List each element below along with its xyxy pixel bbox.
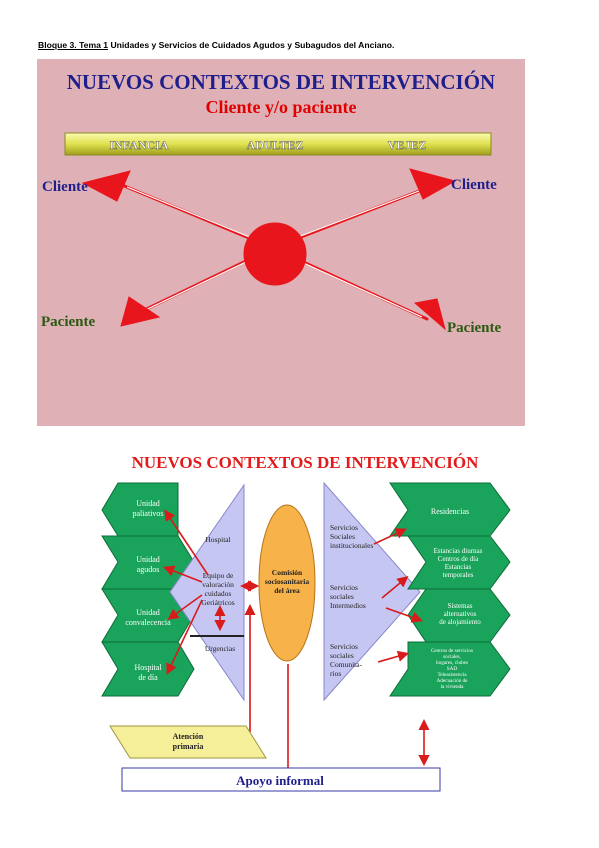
right-unit-2-line2: Centros de día	[438, 555, 479, 563]
arrow-head-bottom-right	[413, 298, 446, 331]
team-line3: cuidados	[205, 589, 232, 598]
slide-subtitle: Cliente y/o paciente	[206, 97, 357, 117]
right-unit-4-line1: Centros de servicios	[431, 648, 473, 654]
right-unit-3-line2: alternativos	[444, 610, 477, 618]
left-unit-4-line2: de día	[138, 673, 158, 682]
social-3-line1: Servicios	[330, 642, 358, 651]
right-unit-4-line2: sociales,	[443, 654, 461, 660]
hospital-emergency: Urgencias	[205, 644, 235, 653]
label-paciente-left: Paciente	[41, 314, 95, 330]
document-header: Bloque 3. Tema 1 Unidades y Servicios de…	[38, 40, 394, 50]
cross-arrows	[81, 168, 457, 331]
stage-adultez: ADULTEZ	[247, 138, 304, 152]
left-unit-3-line2: convalecencia	[125, 618, 171, 627]
social-services-triangle	[323, 481, 421, 702]
right-unit-2-line3: Estancias	[445, 563, 472, 571]
social-2-line1: Servicios	[330, 583, 358, 592]
right-unit-4-line5: Teleasistencia	[437, 672, 467, 678]
left-unit-1-line2: paliativos	[132, 509, 163, 518]
commission-line1: Comisión	[272, 568, 303, 577]
social-3-line2: sociales	[330, 651, 354, 660]
social-2-line3: Intermedios	[330, 601, 366, 610]
label-cliente-right: Cliente	[451, 177, 497, 193]
header-label: Bloque 3. Tema 1	[38, 40, 109, 50]
commission-line3: del área	[274, 586, 300, 595]
primary-care-box	[109, 725, 267, 759]
slide-client-patient: NUEVOS CONTEXTOS DE INTERVENCIÓN Cliente…	[37, 59, 525, 426]
left-unit-3-line1: Unidad	[136, 608, 160, 617]
informal-support-label: Apoyo informal	[236, 773, 324, 788]
diagram-title: NUEVOS CONTEXTOS DE INTERVENCIÓN	[132, 453, 480, 472]
center-circle	[243, 222, 307, 286]
label-paciente-right: Paciente	[447, 320, 501, 336]
label-cliente-left: Cliente	[42, 179, 88, 195]
social-1-line3: institucionales	[330, 541, 373, 550]
team-line1: Equipo de	[203, 571, 234, 580]
hospital-title: Hospital	[205, 535, 230, 544]
right-unit-1-line1: Residencias	[431, 507, 469, 516]
connector-arrows	[163, 509, 430, 770]
right-unit-block-4	[389, 641, 511, 697]
social-3-line3: Comunita-	[330, 660, 363, 669]
right-unit-4-line6: Adecuación de	[437, 678, 469, 684]
arrow-head-bottom-left	[120, 296, 161, 327]
right-unit-4-line7: la vivienda	[441, 684, 465, 690]
social-3-line4: rios	[330, 669, 341, 678]
primary-care-line1: Atención	[173, 732, 204, 741]
commission-line2: sociosanitaria	[265, 577, 309, 586]
slide-title: NUEVOS CONTEXTOS DE INTERVENCIÓN	[67, 70, 495, 94]
social-1-line2: Sociales	[330, 532, 355, 541]
arrow-head-top-right	[409, 168, 457, 200]
right-unit-2-line4: temporales	[443, 571, 474, 579]
team-line2: valoración	[202, 580, 234, 589]
left-unit-block-4	[101, 641, 195, 697]
header-title: Unidades y Servicios de Cuidados Agudos …	[110, 40, 395, 50]
right-unit-2-line1: Estancias diurnas	[434, 547, 483, 555]
arrow-head-top-left	[81, 170, 131, 202]
stage-infancia: INFANCIA	[109, 138, 168, 152]
stage-vejez: VEJEZ	[388, 138, 427, 152]
primary-care-line2: primaria	[173, 742, 204, 751]
social-1-line1: Servicios	[330, 523, 358, 532]
right-unit-4-line4: SAD	[447, 666, 458, 672]
right-unit-3-line3: de alojamiento	[439, 618, 481, 626]
informal-support-box	[121, 767, 441, 792]
left-unit-2-line2: agudos	[137, 565, 160, 574]
right-unit-3-line1: Sistemas	[448, 602, 473, 610]
left-unit-4-line1: Hospital	[134, 663, 162, 672]
intervention-diagram: NUEVOS CONTEXTOS DE INTERVENCIÓN Unidad …	[101, 453, 511, 792]
life-stage-bar	[64, 132, 492, 156]
hospital-triangle	[169, 483, 245, 702]
left-unit-1-line1: Unidad	[136, 499, 160, 508]
left-unit-2-line1: Unidad	[136, 555, 160, 564]
social-2-line2: sociales	[330, 592, 354, 601]
right-unit-4-line3: hogares, clubes	[436, 660, 468, 666]
team-line4: Geriátricos	[201, 598, 234, 607]
